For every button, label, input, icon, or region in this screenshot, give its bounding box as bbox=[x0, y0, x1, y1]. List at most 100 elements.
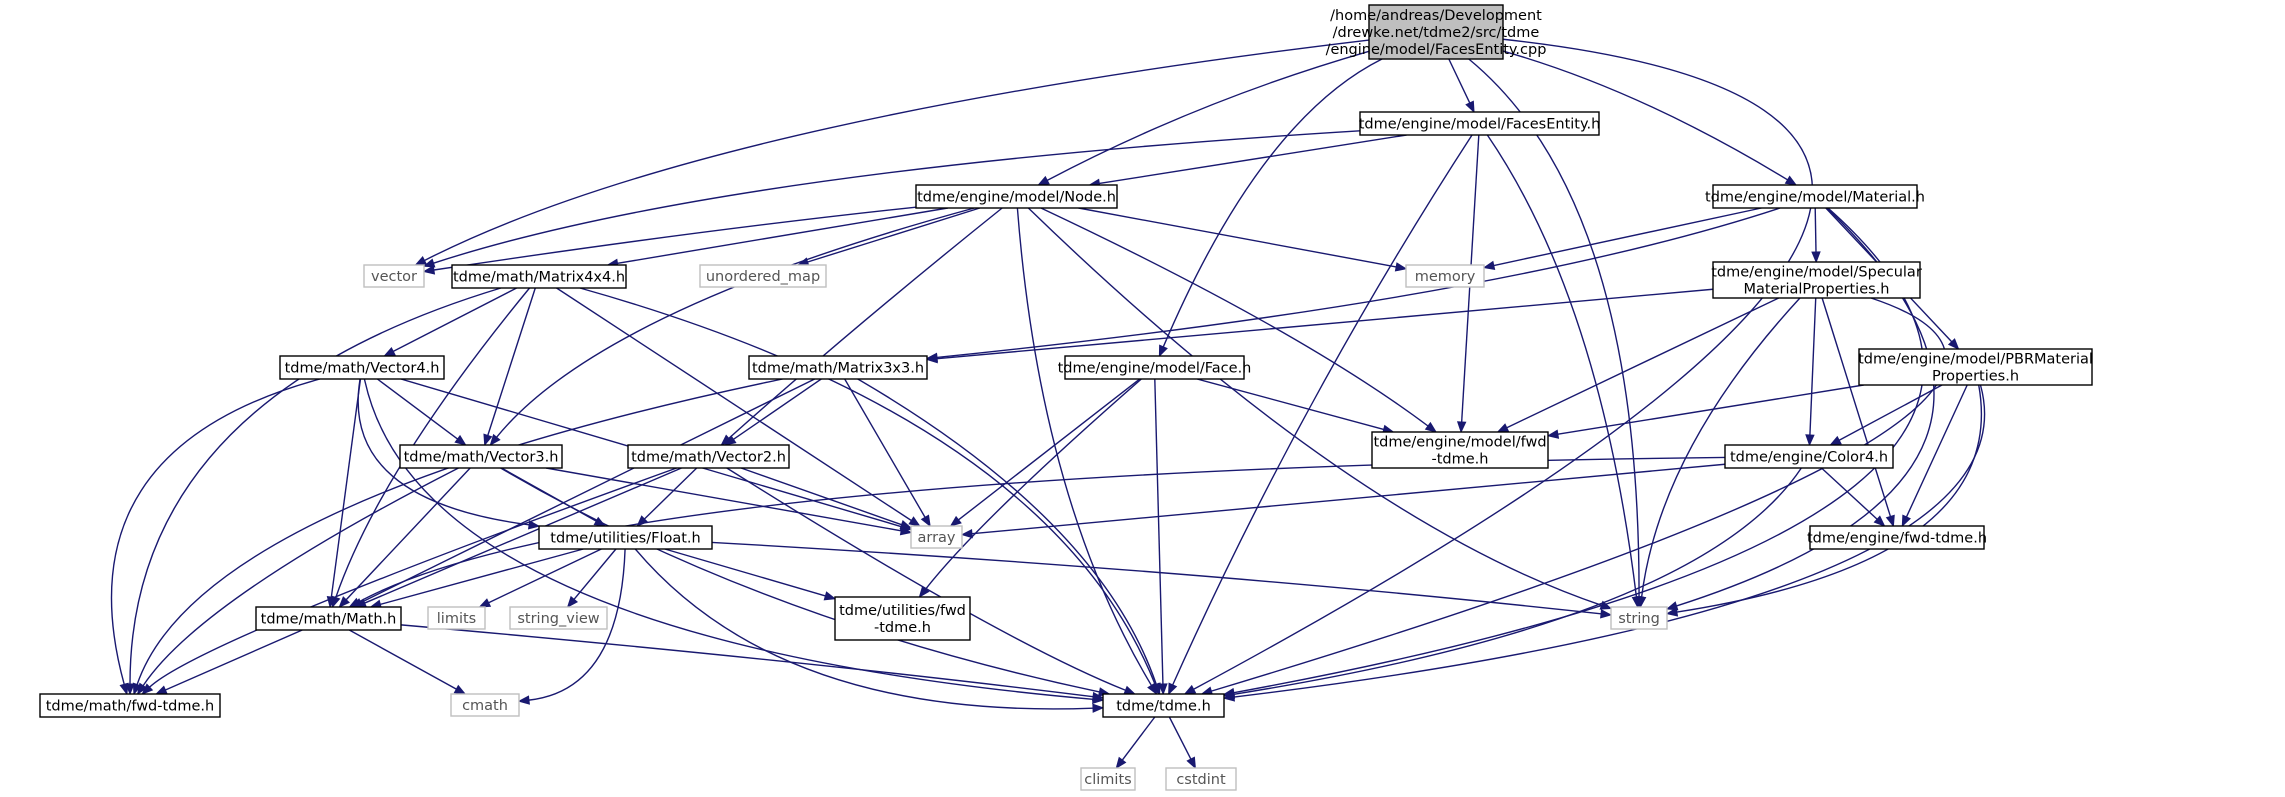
edge-node_h-to-string bbox=[1027, 207, 1602, 606]
edge-arrowhead bbox=[155, 685, 168, 695]
edge-arrowhead bbox=[483, 433, 493, 447]
edge-arrowhead bbox=[1424, 421, 1438, 433]
node-vector2-h[interactable]: tdme/math/Vector2.h bbox=[627, 444, 790, 469]
edge-arrowhead bbox=[908, 516, 921, 527]
node-material-h[interactable]: tdme/engine/model/Material.h bbox=[1705, 184, 1925, 209]
node-vector4-h[interactable]: tdme/math/Vector4.h bbox=[279, 355, 445, 380]
edge-arrowhead bbox=[414, 256, 428, 266]
edge-vector3_h-to-array bbox=[545, 467, 902, 532]
edge-arrowhead bbox=[1885, 514, 1895, 528]
node-box bbox=[1712, 261, 1921, 299]
node-box bbox=[427, 606, 486, 630]
edge-root-to-node_h bbox=[1046, 50, 1370, 181]
edge-arrowhead bbox=[1115, 756, 1127, 770]
edge-arrowhead bbox=[1037, 175, 1050, 186]
edge-specular_h-to-string bbox=[1640, 297, 1801, 598]
node-face-h[interactable]: tdme/engine/model/Face.h bbox=[1058, 355, 1252, 380]
node-utilities-fwd-h[interactable]: tdme/utilities/fwd-tdme.h bbox=[834, 596, 971, 641]
node-unordered-map: unordered_map bbox=[699, 264, 827, 288]
edge-face_h-to-array bbox=[958, 378, 1141, 521]
edge-root-to-face_h bbox=[1162, 58, 1383, 348]
edge-material_h-to-memory bbox=[1493, 207, 1762, 267]
edge-node_h-to-tdme_h bbox=[1016, 207, 1153, 686]
edge-arrowhead bbox=[1811, 251, 1821, 264]
edge-pbr_h-to-model_fwd_h bbox=[1557, 384, 1864, 435]
edge-arrowhead bbox=[119, 682, 129, 696]
edge-arrowhead bbox=[1158, 683, 1168, 696]
node-model-fwd-h[interactable]: tdme/engine/model/fwd-tdme.h bbox=[1371, 431, 1549, 469]
edge-matrix4x4_h-to-math_fwd_h bbox=[129, 287, 502, 685]
edge-facesentity_h-to-string bbox=[1486, 134, 1638, 598]
edge-specular_h-to-tdme_h bbox=[1211, 297, 1947, 692]
node-label: tdme/math/Vector3.h bbox=[404, 449, 559, 465]
node-box bbox=[1724, 444, 1894, 469]
node-label: unordered_map bbox=[706, 269, 820, 285]
node-box bbox=[1371, 431, 1549, 469]
node-vector: vector bbox=[363, 264, 425, 288]
edge-arrowhead bbox=[899, 520, 913, 529]
edge-facesentity_h-to-node_h bbox=[1099, 134, 1407, 185]
node-label: string_view bbox=[517, 611, 599, 627]
edge-vector4_h-to-math_h bbox=[330, 378, 362, 598]
node-float-h[interactable]: tdme/utilities/Float.h bbox=[538, 525, 713, 550]
edge-matrix4x4_h-to-tdme_h bbox=[579, 287, 1156, 685]
node-label: tdme/math/Math.h bbox=[261, 611, 397, 627]
node-tdme-h[interactable]: tdme/tdme.h bbox=[1102, 693, 1225, 718]
edge-arrowhead bbox=[1600, 609, 1613, 619]
node-label: tdme/engine/model/Specular bbox=[1711, 264, 1922, 280]
edge-vector4_h-to-math_fwd_h bbox=[110, 378, 321, 685]
edge-math_h-to-tdme_h bbox=[400, 624, 1094, 698]
edge-arrowhead bbox=[920, 514, 931, 528]
edge-face_h-to-utilities_fwd_h bbox=[925, 378, 1142, 590]
edge-material_h-to-matrix3x3_h bbox=[936, 207, 1781, 359]
edge-root-to-facesentity_h bbox=[1448, 58, 1471, 104]
node-label: tdme/engine/model/Node.h bbox=[917, 189, 1116, 205]
edge-specular_h-to-engine_fwd_h bbox=[1821, 297, 1892, 517]
node-engine-fwd-h[interactable]: tdme/engine/fwd-tdme.h bbox=[1807, 525, 1987, 550]
edge-arrowhead bbox=[453, 684, 467, 695]
edge-node_h-to-unordered_map bbox=[807, 207, 981, 263]
edge-specular_h-to-color4_h bbox=[1809, 297, 1817, 436]
edge-arrowhead bbox=[1183, 684, 1197, 695]
node-box bbox=[1359, 111, 1600, 136]
edge-float_h-to-tdme_h bbox=[634, 548, 1094, 710]
edge-float_h-to-utilities_fwd_h bbox=[664, 548, 826, 597]
node-facesentity-h[interactable]: tdme/engine/model/FacesEntity.h bbox=[1359, 111, 1601, 136]
node-cmath: cmath bbox=[450, 693, 520, 717]
node-box bbox=[699, 264, 827, 288]
edge-matrix3x3_h-to-math_fwd_h bbox=[136, 378, 783, 685]
edge-arrowhead bbox=[1947, 338, 1960, 350]
edge-arrowhead bbox=[141, 683, 154, 695]
edge-arrowhead bbox=[517, 695, 530, 705]
edge-vector3_h-to-tdme_h bbox=[500, 467, 1100, 693]
node-box bbox=[279, 355, 445, 380]
edge-vector2_h-to-array bbox=[740, 467, 902, 526]
node-vector3-h[interactable]: tdme/math/Vector3.h bbox=[399, 444, 563, 469]
node-box bbox=[1080, 767, 1136, 791]
edge-vector4_h-to-tdme_h bbox=[363, 378, 1094, 700]
node-box bbox=[1405, 264, 1485, 288]
edge-float_h-to-limits bbox=[488, 548, 602, 604]
node-specular-h[interactable]: tdme/engine/model/SpecularMaterialProper… bbox=[1711, 261, 1922, 299]
node-label: tdme/math/Vector2.h bbox=[631, 449, 786, 465]
node-box bbox=[255, 606, 402, 631]
edge-arrowhead bbox=[960, 528, 973, 539]
edge-arrowhead bbox=[1091, 691, 1105, 702]
node-label: tdme/math/Matrix3x3.h bbox=[752, 360, 924, 376]
node-math-h[interactable]: tdme/math/Math.h bbox=[255, 606, 402, 631]
node-cstdint: cstdint bbox=[1165, 767, 1237, 791]
node-node-h[interactable]: tdme/engine/model/Node.h bbox=[915, 184, 1118, 209]
node-matrix3x3-h[interactable]: tdme/math/Matrix3x3.h bbox=[748, 355, 928, 380]
node-root[interactable]: /home/andreas/Development/drewke.net/tdm… bbox=[1326, 4, 1547, 60]
edge-arrowhead bbox=[422, 265, 436, 275]
node-math-fwd-h[interactable]: tdme/math/fwd-tdme.h bbox=[39, 693, 221, 718]
node-box bbox=[363, 264, 425, 288]
node-label: MaterialProperties.h bbox=[1744, 281, 1890, 297]
node-label: tdme/tdme.h bbox=[1116, 698, 1211, 714]
edge-arrowhead bbox=[1482, 260, 1496, 271]
node-color4-h[interactable]: tdme/engine/Color4.h bbox=[1724, 444, 1894, 469]
node-pbr-h[interactable]: tdme/engine/model/PBRMaterialProperties.… bbox=[1858, 348, 2093, 386]
node-matrix4x4-h[interactable]: tdme/math/Matrix4x4.h bbox=[451, 264, 627, 289]
node-box bbox=[451, 264, 627, 289]
